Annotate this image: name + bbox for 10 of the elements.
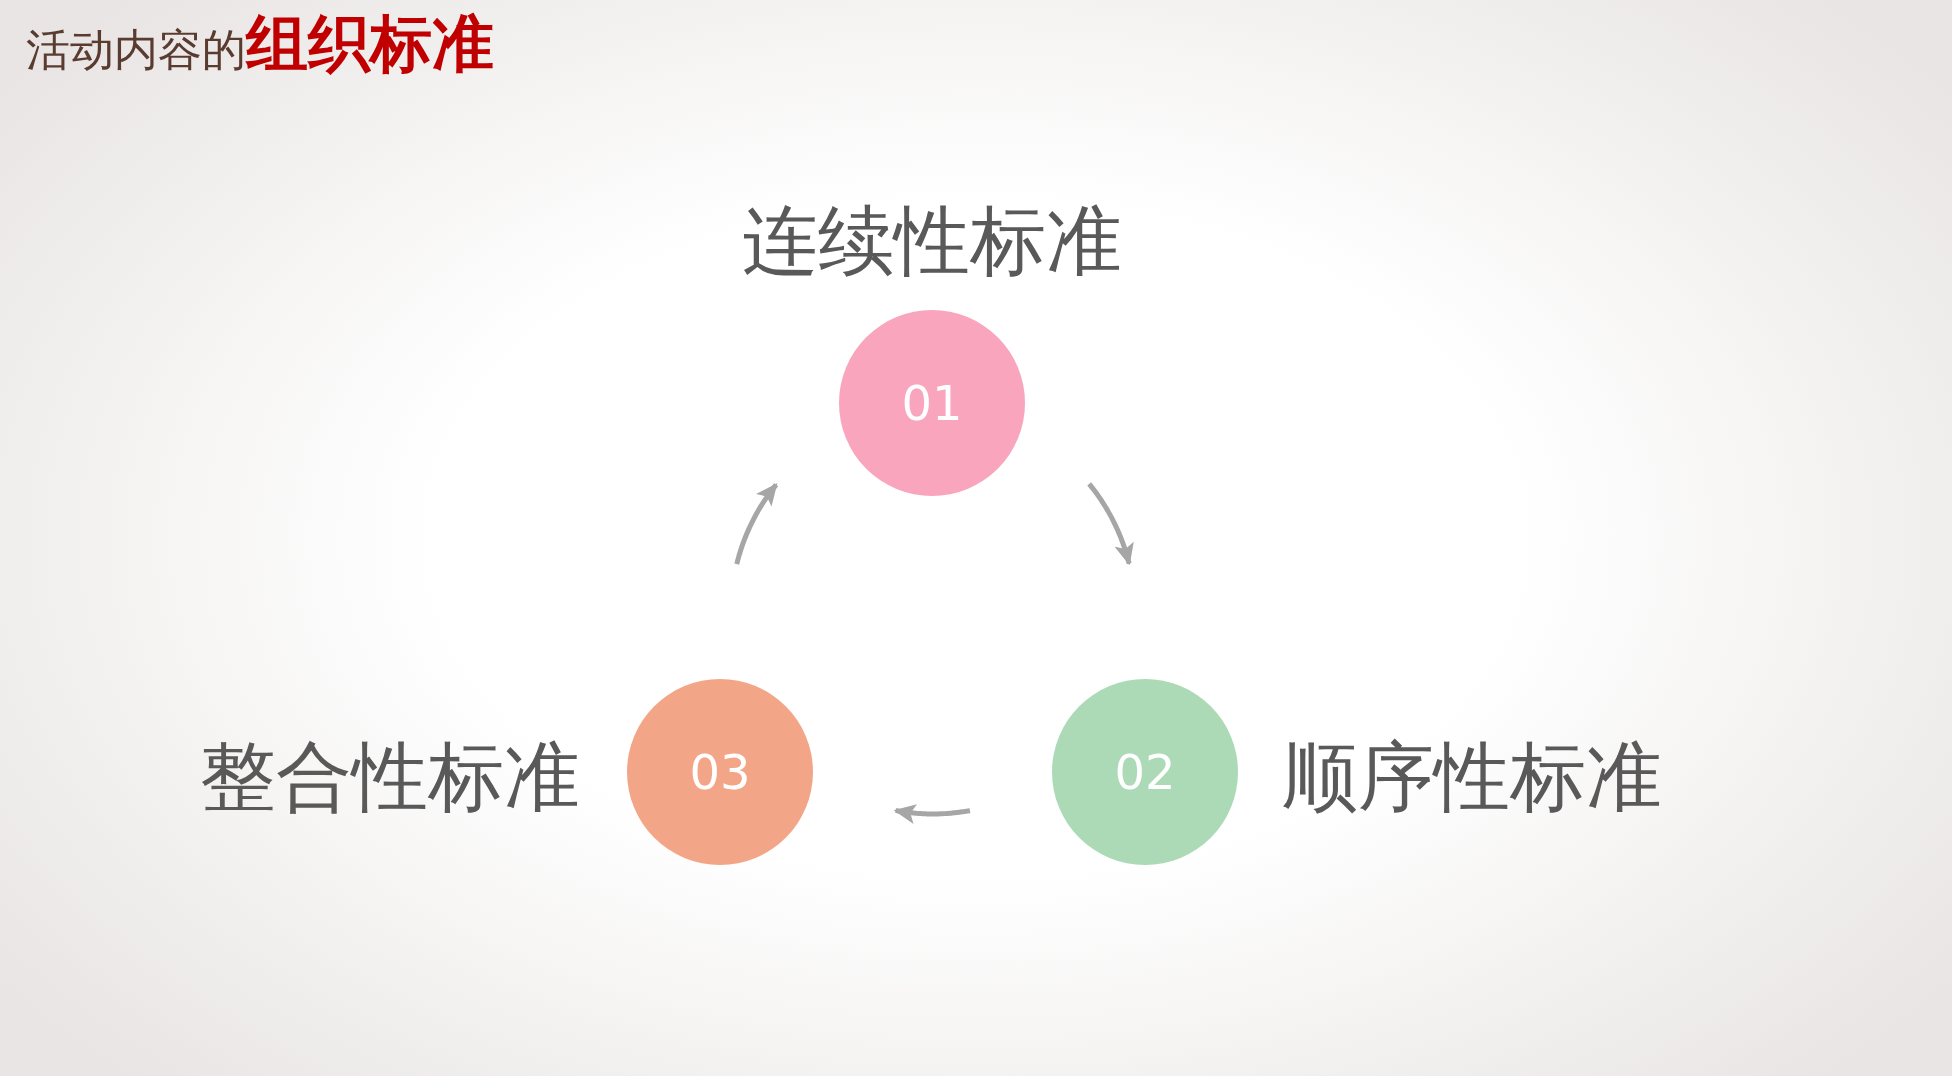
slide-title: 活动内容的组织标准: [26, 9, 494, 80]
step-label: 顺序性标准: [1282, 739, 1662, 815]
step-label: 连续性标准: [741, 203, 1123, 279]
arrow: [893, 804, 972, 824]
arrow: [734, 482, 779, 566]
step-number: 01: [901, 379, 963, 427]
arrow: [1087, 481, 1134, 566]
step-number: 02: [1114, 748, 1176, 796]
step-label: 整合性标准: [199, 739, 580, 815]
step-number: 03: [689, 748, 751, 796]
